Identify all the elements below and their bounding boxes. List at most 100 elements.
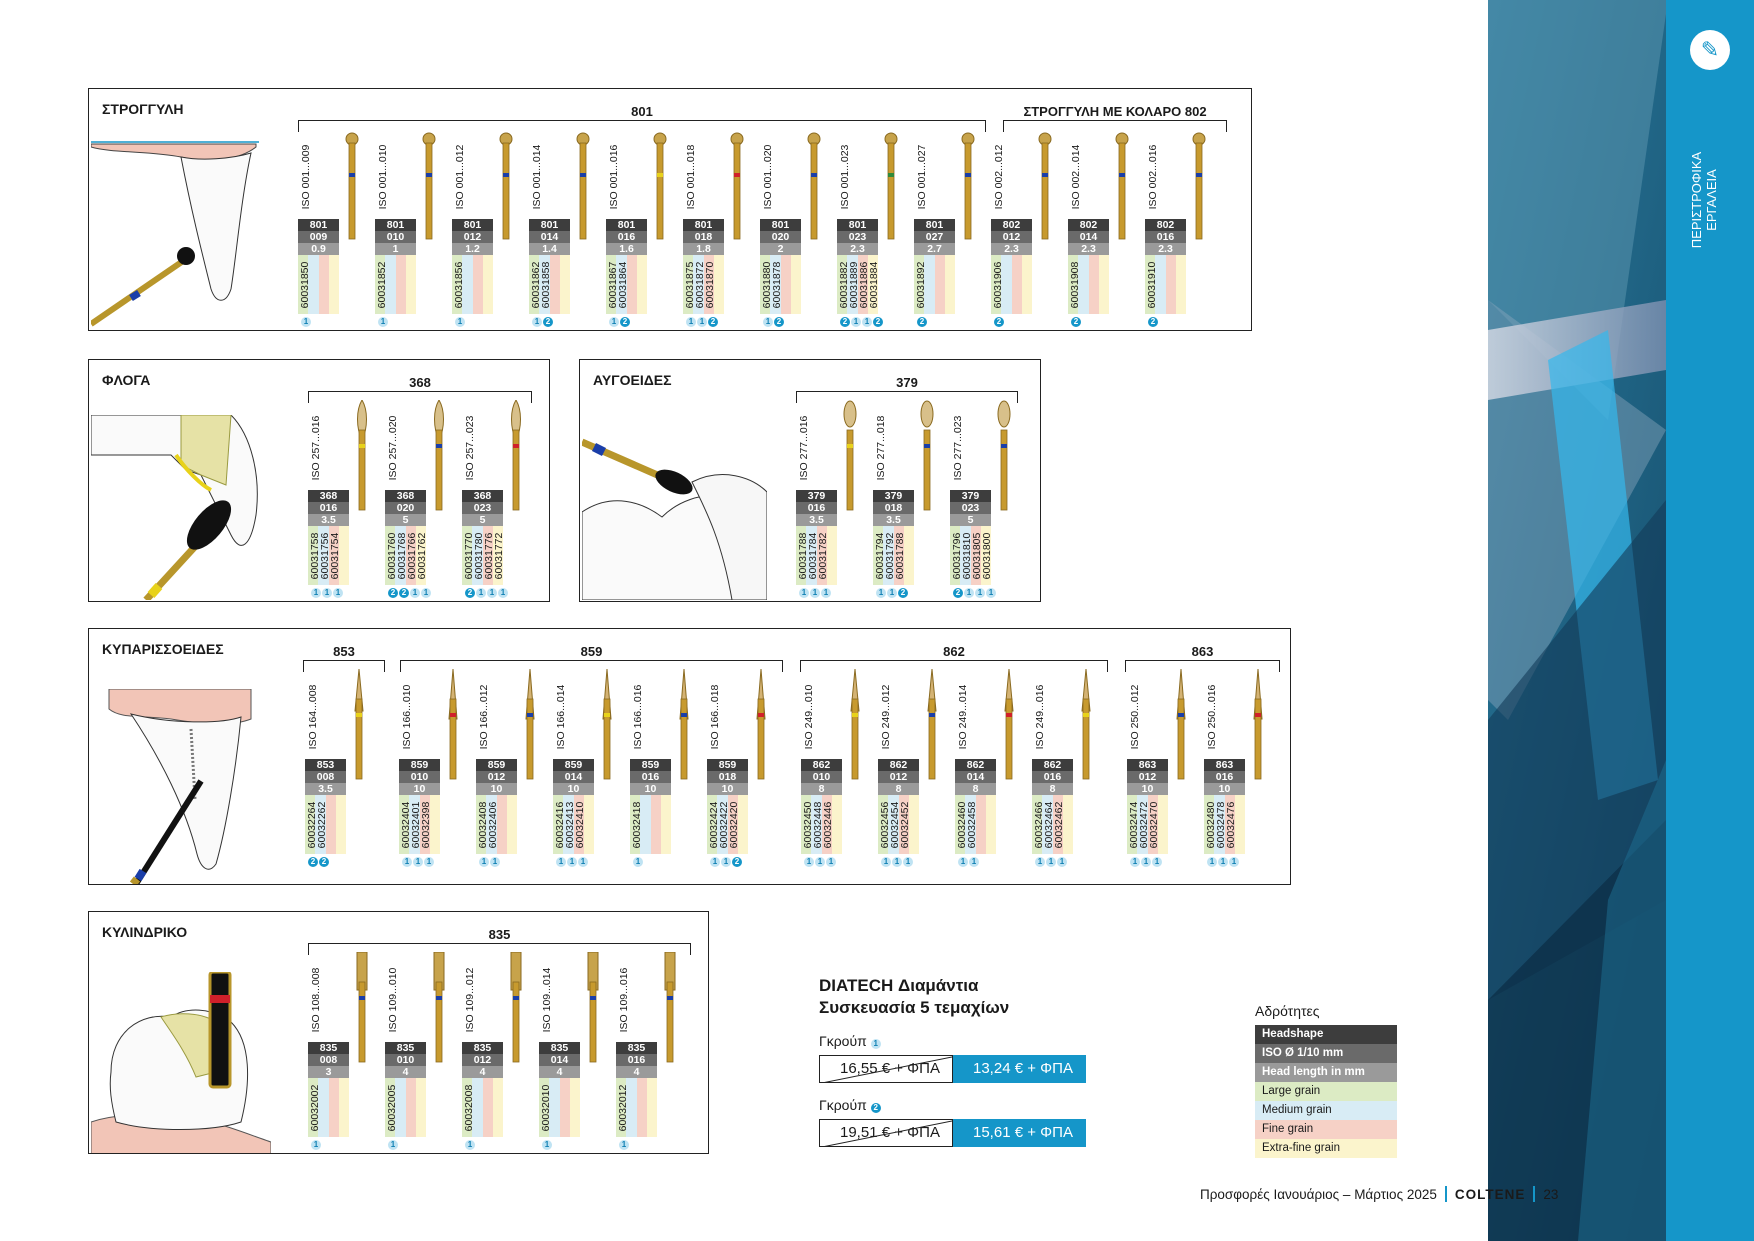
ref-number: 60031782 — [817, 532, 829, 579]
group-badges: 2 — [1148, 317, 1158, 327]
bur-cone-icon — [924, 668, 940, 786]
brand-name: COLTENE — [1454, 1186, 1526, 1202]
iso-code-text: ISO 001...016 — [608, 144, 620, 210]
bur-round-icon — [729, 129, 745, 246]
headshape-value: 379 — [950, 490, 991, 502]
iso-diameter-value: 014 — [955, 771, 996, 783]
grit-color-bands — [616, 1078, 657, 1137]
iso-code: ISO 249...010 — [801, 675, 817, 759]
headshape-value: 801 — [683, 219, 724, 231]
legend-headshape: Headshape — [1255, 1025, 1397, 1044]
group-802: ΣΤΡΟΓΓΥΛΗ ΜΕ ΚΟΛΑΡΟ 802 — [1003, 104, 1227, 132]
headshape-value: 859 — [399, 759, 440, 771]
headshape-value: 862 — [801, 759, 842, 771]
grit-color-bands — [1127, 795, 1168, 854]
grit-color-bands — [298, 255, 339, 314]
group-badge: 2 — [543, 317, 553, 327]
bur-needle-icon — [522, 668, 538, 786]
iso-code-text: ISO 002...016 — [1147, 144, 1159, 210]
grit-color-bands — [529, 255, 570, 314]
legend-medium-grain: Medium grain — [1255, 1101, 1397, 1120]
iso-code: ISO 166...016 — [630, 675, 646, 759]
bur-needle-icon — [445, 668, 461, 786]
head-length-value: 3.5 — [305, 783, 346, 795]
iso-code-text: ISO 002...014 — [1070, 144, 1082, 210]
reference-numbers: 60031850 — [299, 255, 311, 314]
ref-number: 60031908 — [1069, 261, 1081, 308]
headshape-value: 801 — [529, 219, 570, 231]
egg-bur-illustration — [582, 438, 767, 600]
group-badge: 1 — [633, 857, 643, 867]
head-length-value: 3.5 — [308, 514, 349, 526]
iso-code-text: ISO 001...014 — [531, 144, 543, 210]
iso-code: ISO 166...010 — [399, 675, 415, 759]
reference-numbers: 60032008 — [463, 1078, 475, 1137]
iso-code-text: ISO 002...012 — [993, 144, 1005, 210]
flame-bur-illustration — [91, 415, 258, 600]
group-badge: 1 — [851, 317, 861, 327]
grit-color-bands — [476, 795, 517, 854]
reference-numbers: 60032005 — [386, 1078, 398, 1137]
group-badge: 1 — [1207, 857, 1217, 867]
group-badge: 1 — [388, 1140, 398, 1150]
iso-code-text: ISO 001...027 — [916, 144, 928, 210]
grit-color-bands — [385, 526, 426, 585]
iso-code: ISO 001...023 — [837, 135, 853, 219]
head-length-value: 2.3 — [1068, 243, 1109, 255]
bur-cyl-icon — [431, 951, 447, 1069]
group-1-badge: 1 — [870, 1039, 881, 1049]
head-length-value: 8 — [1032, 783, 1073, 795]
iso-diameter-value: 016 — [1145, 231, 1186, 243]
group-badge: 1 — [1218, 857, 1228, 867]
head-length-value: 5 — [385, 514, 426, 526]
bur-round-icon — [1114, 129, 1130, 246]
iso-code: ISO 249...012 — [878, 675, 894, 759]
bur-round-icon — [575, 129, 591, 246]
group-badges: 1 — [633, 857, 643, 867]
iso-code-text: ISO 166...014 — [555, 684, 567, 750]
iso-code-text: ISO 277...018 — [875, 415, 887, 481]
side-tab-label: ΠΕΡΙΣΤΡΟΦΙΚΑ ΕΡΓΑΛΕΙΑ — [1689, 152, 1719, 248]
legend-extra-fine-grain: Extra-fine grain — [1255, 1139, 1397, 1158]
iso-code-text: ISO 249...012 — [880, 684, 892, 750]
ref-number: 60032420 — [728, 801, 740, 848]
group-badge: 1 — [1035, 857, 1045, 867]
strikethrough-icon — [824, 1056, 952, 1082]
iso-code-text: ISO 250...016 — [1206, 684, 1218, 750]
group-badge: 2 — [953, 588, 963, 598]
grit-color-bands — [308, 526, 349, 585]
section-title: ΑΥΓΟΕΙΔΕΣ — [593, 372, 672, 388]
bur-flame-icon — [431, 399, 447, 517]
bur-round-icon — [652, 129, 668, 246]
headshape-value: 801 — [914, 219, 955, 231]
reference-numbers: 60031856 — [453, 255, 465, 314]
ref-number: 60032012 — [617, 1084, 629, 1131]
reference-numbers: 60031906 — [992, 255, 1004, 314]
group-badge: 1 — [311, 1140, 321, 1150]
group-badge: 1 — [455, 317, 465, 327]
ref-number: 60031892 — [915, 261, 927, 308]
head-length-value: 2 — [760, 243, 801, 255]
group-badge: 1 — [567, 857, 577, 867]
group-801: 801 — [298, 104, 986, 132]
headshape-value: 368 — [308, 490, 349, 502]
group-badge: 1 — [410, 588, 420, 598]
iso-code-text: ISO 001...009 — [300, 144, 312, 210]
iso-diameter-value: 023 — [837, 231, 878, 243]
iso-code-text: ISO 166...018 — [709, 684, 721, 750]
group-badge: 1 — [686, 317, 696, 327]
